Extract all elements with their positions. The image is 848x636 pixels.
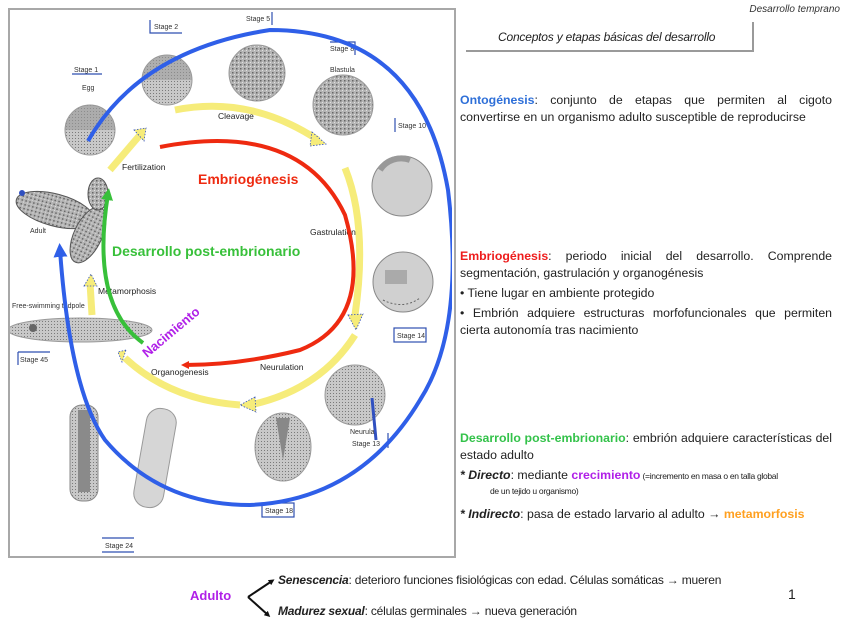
post-embrionario-arc [101, 188, 145, 345]
post-embrionario-definition: Desarrollo post-embrionario: embrión adq… [460, 430, 832, 523]
ontogenesis-definition: Ontogénesis: conjunto de etapas que perm… [460, 92, 832, 126]
post-embrionario-term: Desarrollo post-embrionario [460, 431, 626, 445]
stage24-embryo-images [69, 404, 177, 509]
page-number: 1 [788, 586, 796, 602]
embriogenesis-bullet: • Tiene lugar en ambiente protegido [460, 286, 655, 300]
embriogenesis-text: : periodo inicial del desarrollo. Compre… [460, 249, 832, 280]
development-cycle-diagram: Stage 2 Stage 5 Stage 8 Blastula Stage 1… [10, 12, 452, 553]
adult-frog-image [15, 177, 109, 264]
adult-label: Adulto [190, 588, 232, 603]
label-cleavage: Cleavage [218, 111, 254, 121]
label-metamorphosis: Metamorphosis [98, 286, 156, 296]
blastula-image [312, 74, 374, 136]
directo-line: * Directo: mediante crecimiento (=increm… [460, 467, 832, 485]
madurez-text: : células germinales → nueva generación [364, 604, 578, 618]
stage18-embryo-image [254, 412, 312, 482]
label-stage13: Stage 13 [352, 441, 380, 448]
indirecto-line: * Indirecto: pasa de estado larvario al … [460, 506, 832, 523]
madurez-line: Madurez sexual: células germinales → nue… [278, 604, 577, 618]
post-embrionario-text: : embrión adquiere características del e… [460, 431, 832, 462]
label-stage24: Stage 24 [105, 543, 133, 550]
metamorfosis-keyword: metamorfosis [723, 507, 805, 521]
stage2-embryo-image [141, 54, 193, 106]
label-adult: Adult [30, 228, 46, 235]
label-stage45: Stage 45 [20, 357, 48, 364]
label-stage14: Stage 14 [397, 333, 425, 340]
label-organogenesis: Organogenesis [151, 367, 209, 377]
label-stage5: Stage 5 [246, 16, 270, 23]
senescence-text: : deterioro funciones fisiológicas con e… [348, 573, 722, 587]
gastrulation-arrow [341, 166, 364, 316]
header-topic: Desarrollo temprano [749, 4, 840, 15]
directo-text: : mediante [510, 468, 572, 482]
tadpole-image [10, 317, 153, 343]
neurulation-arrow [249, 333, 358, 409]
neurula-image [324, 364, 386, 441]
slide-title: Conceptos y etapas básicas del desarroll… [498, 30, 716, 44]
metamorphosis-arrow [86, 282, 96, 316]
indirecto-text: : pasa de estado larvario al adulto → [520, 507, 724, 521]
label-stage10: Stage 10 [398, 123, 426, 130]
label-stage2: Stage 2 [154, 24, 178, 31]
label-blastula: Blastula [330, 67, 355, 74]
madurez-term: Madurez sexual [278, 604, 365, 618]
stage-text-labels: Stage 2 Stage 5 Stage 8 Blastula Stage 1… [12, 16, 426, 550]
embriogenesis-bullet: • Embrión adquiere estructuras morfofunc… [460, 306, 832, 337]
senescence-line: Senescencia: deterioro funciones fisioló… [278, 573, 721, 587]
process-arrows [86, 102, 364, 409]
stage5-embryo-image [228, 44, 286, 102]
organogenesis-arrow [122, 355, 241, 409]
label-stage8: Stage 8 [330, 46, 354, 53]
ontogenesis-arc [53, 27, 452, 508]
label-stage18: Stage 18 [265, 508, 293, 515]
indirecto-label: * Indirecto [460, 507, 521, 521]
cleavage-arrow [174, 102, 320, 143]
label-fertilization: Fertilization [122, 162, 166, 172]
label-neurula: Neurula [350, 429, 375, 436]
ontogenesis-term: Ontogénesis [460, 93, 535, 107]
embriogenesis-arc [159, 139, 356, 369]
post-embrionario-cycle-label: Desarrollo post-embrionario [112, 243, 300, 259]
senescence-term: Senescencia [278, 573, 349, 587]
fertilization-arrow [107, 132, 143, 173]
stage13-embryo-image [372, 251, 434, 313]
branch-arrows-icon [247, 579, 275, 618]
embriogenesis-cycle-label: Embriogénesis [198, 171, 299, 187]
directo-label: * Directo [460, 468, 511, 482]
label-tadpole: Free-swimming tadpole [12, 303, 85, 310]
process-arrowheads [83, 127, 364, 413]
embriogenesis-term: Embriogénesis [460, 249, 549, 263]
label-egg-tag: Stage 1 [74, 67, 98, 74]
ontogenesis-text: : conjunto de etapas que permiten al cig… [460, 93, 832, 124]
process-labels: Fertilization Cleavage Gastrulation Neur… [98, 111, 356, 377]
crecimiento-note-cont: de un tejido u organismo) [490, 486, 579, 496]
label-egg: Egg [82, 85, 95, 92]
crecimiento-note: (=incremento en masa o en talla global [640, 471, 779, 481]
label-gastrulation: Gastrulation [310, 227, 356, 237]
gastrula-image [371, 155, 433, 217]
crecimiento-keyword: crecimiento [571, 468, 641, 482]
stage-tags [17, 12, 427, 553]
embriogenesis-definition: Embriogénesis: periodo inicial del desar… [460, 248, 832, 339]
slide-title-box: Conceptos y etapas básicas del desarroll… [466, 22, 754, 52]
label-neurulation: Neurulation [260, 362, 304, 372]
